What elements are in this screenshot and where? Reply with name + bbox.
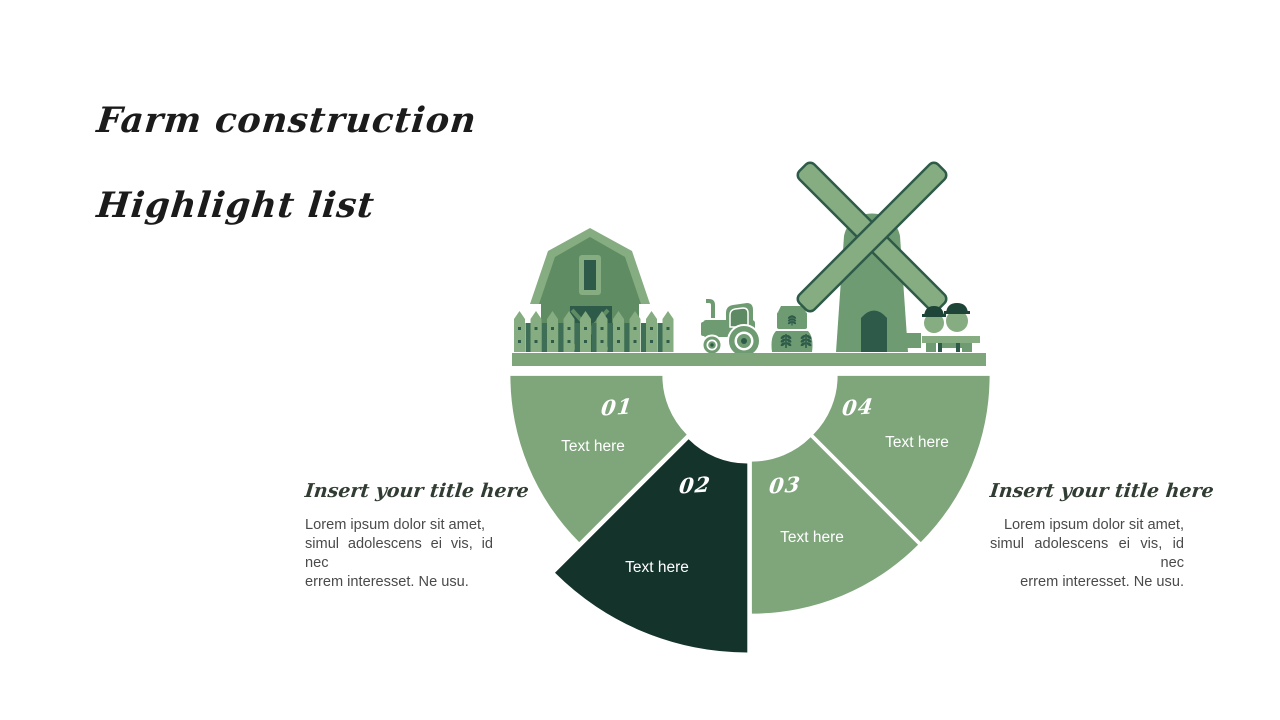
segment-04-label[interactable]: Text here xyxy=(885,434,949,451)
grain-sack-icon xyxy=(771,306,813,352)
ground-bar xyxy=(512,353,986,366)
left-block-body[interactable]: Lorem ipsum dolor sit amet, simul adoles… xyxy=(305,517,493,590)
highlight-wheel xyxy=(510,375,990,653)
segment-04-wedge[interactable] xyxy=(813,375,990,543)
left-block-title[interactable]: Insert your title here xyxy=(303,480,530,502)
windmill-icon xyxy=(796,161,948,352)
segment-01-number: 01 xyxy=(599,393,635,421)
slide-title-line1[interactable]: Farm construction xyxy=(94,100,479,141)
segment-02-label[interactable]: Text here xyxy=(625,559,689,576)
right-text-block: Insert your title here Lorem ipsum dolor… xyxy=(988,480,1215,592)
segment-02-number: 02 xyxy=(677,471,713,499)
segment-03-wedge[interactable] xyxy=(751,437,919,614)
segment-01-label[interactable]: Text here xyxy=(561,438,625,455)
right-block-body[interactable]: Lorem ipsum dolor sit amet, simul adoles… xyxy=(990,517,1184,590)
left-text-block: Insert your title here Lorem ipsum dolor… xyxy=(303,480,530,592)
segment-04-number: 04 xyxy=(840,393,876,421)
chickens-on-bench-icon xyxy=(905,303,980,352)
tractor-icon xyxy=(701,299,761,358)
slide-title-line2[interactable]: Highlight list xyxy=(94,185,377,226)
segment-03-label[interactable]: Text here xyxy=(780,529,844,546)
right-block-title[interactable]: Insert your title here xyxy=(988,480,1215,502)
segment-02-wedge[interactable] xyxy=(555,439,748,653)
segment-01-wedge[interactable] xyxy=(510,375,687,543)
segment-03-number: 03 xyxy=(767,471,803,499)
